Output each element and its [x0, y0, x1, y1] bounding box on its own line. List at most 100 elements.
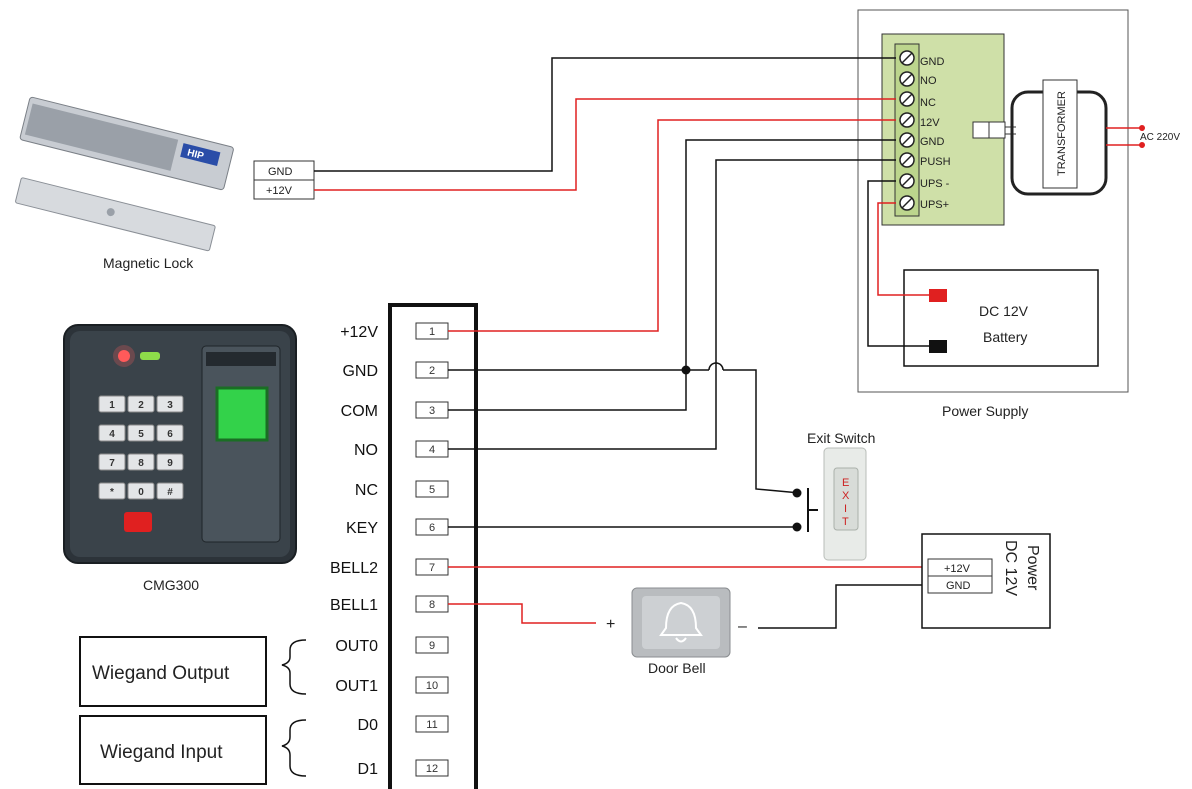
keypad-key [127, 424, 155, 442]
controller-pin: 4NO [354, 440, 449, 459]
wiegand-input-label: Wiegand Input [100, 742, 223, 763]
exit-switch-caption: Exit Switch [807, 430, 875, 446]
wiegand-input: Wiegand Input [79, 715, 307, 785]
psu-terminal-nc: NC [920, 97, 936, 109]
keypad-key-label: 8 [138, 458, 144, 469]
keypad-key [156, 424, 184, 442]
keypad-key-label: # [167, 487, 173, 498]
bell-power-supply: +12V GND Power DC 12V [921, 533, 1051, 629]
transformer-label: TRANSFORMER [1056, 91, 1068, 176]
psu-screws [899, 50, 915, 211]
keypad-key-label: 1 [109, 400, 115, 411]
psu-terminal-gnd: GND [920, 56, 945, 68]
psu-screw [899, 195, 915, 211]
pin-number: 5 [429, 484, 435, 496]
pin-number: 3 [429, 405, 435, 417]
ac-input-label: AC 220V [1140, 132, 1180, 143]
pin-label: NO [354, 442, 378, 459]
pin-label: D0 [358, 717, 379, 734]
lock-terminal-gnd: GND [268, 166, 293, 178]
keypad-key [98, 424, 126, 442]
pin-label: OUT0 [335, 638, 378, 655]
controller-pin: 11 D0 [358, 715, 449, 734]
psu-connector-left [972, 121, 990, 139]
exit-letter-i: I [844, 503, 847, 515]
controller-pin: 5NC [355, 480, 449, 499]
keypad-key-label: 5 [138, 429, 144, 440]
keypad-key-label: 6 [167, 429, 173, 440]
pin-number-box [415, 676, 449, 694]
door-bell-minus: – [738, 618, 747, 635]
bell-power-voltage: DC 12V [1002, 540, 1019, 596]
psu-terminal-ups-minus: UPS - [920, 178, 950, 190]
keypad-key [156, 482, 184, 500]
keypad-key-label: 3 [167, 400, 173, 411]
controller-pin: 7 BELL2 [330, 558, 449, 577]
keypad-key-label: 2 [138, 400, 144, 411]
pin-label: D1 [358, 761, 379, 778]
psu-screw [899, 152, 915, 168]
pin-number: 6 [429, 522, 435, 534]
pin-number: 11 [426, 719, 437, 731]
bell-icon [659, 601, 703, 636]
power-supply-caption: Power Supply [942, 403, 1028, 419]
pin-label: BELL2 [330, 560, 378, 577]
battery-voltage: DC 12V [979, 303, 1029, 319]
pin-label: OUT1 [335, 678, 378, 695]
psu-screw [899, 50, 915, 66]
keypad-key [98, 395, 126, 413]
pin-label: KEY [346, 520, 378, 537]
pin-label: BELL1 [330, 597, 378, 614]
pin-label: COM [341, 403, 378, 420]
exit-letter-t: T [842, 516, 849, 528]
keypad-key [156, 395, 184, 413]
bell-power-terminal-gnd: GND [946, 580, 971, 592]
pin-number: 9 [429, 640, 435, 652]
red-led [118, 350, 130, 362]
pin-number: 7 [429, 562, 435, 574]
lock-brand-plate [180, 143, 221, 166]
pin-number-box [415, 715, 449, 733]
keypad-key-label: 9 [167, 458, 173, 469]
psu-terminal-gnd2: GND [920, 136, 945, 148]
cmg300-caption: CMG300 [143, 577, 199, 593]
bell-power-title: Power [1024, 545, 1041, 591]
wiegand-input-brace [281, 719, 307, 777]
keypad-key [127, 482, 155, 500]
fingerprint-sensor [215, 386, 269, 442]
wires [314, 57, 929, 629]
pin-number-box [415, 759, 449, 777]
pin-number-box [415, 480, 449, 498]
pin-number: 1 [429, 326, 435, 338]
magnetic-lock-caption: Magnetic Lock [103, 255, 194, 271]
keypad-key [127, 395, 155, 413]
battery-positive-terminal [929, 289, 947, 302]
psu-terminal-ups-plus: UPS+ [920, 199, 949, 211]
keypad-key [98, 482, 126, 500]
psu-terminal-push: PUSH [920, 156, 951, 168]
lock-brand: HIP [186, 148, 205, 163]
transformer [1042, 79, 1078, 189]
keypad-key-label: 4 [109, 429, 115, 440]
psu-terminal-block [894, 43, 920, 217]
pin-label: +12V [340, 324, 378, 341]
lock-terminal-12v: +12V [266, 185, 293, 197]
psu-screw [899, 112, 915, 128]
keypad-key [156, 453, 184, 471]
battery-negative-terminal [929, 340, 947, 353]
psu-screw [899, 71, 915, 87]
green-led [140, 352, 160, 360]
bell-key [124, 512, 152, 532]
door-bell-caption: Door Bell [648, 660, 706, 676]
battery-label: Battery [983, 329, 1027, 345]
pin-number: 12 [426, 763, 438, 775]
exit-letter-e: E [842, 477, 849, 489]
controller-pin: 12 D1 [358, 759, 449, 778]
wiegand-output-label: Wiegand Output [92, 663, 230, 684]
door-bell-plus: + [606, 616, 615, 633]
pin-number: 8 [429, 599, 435, 611]
